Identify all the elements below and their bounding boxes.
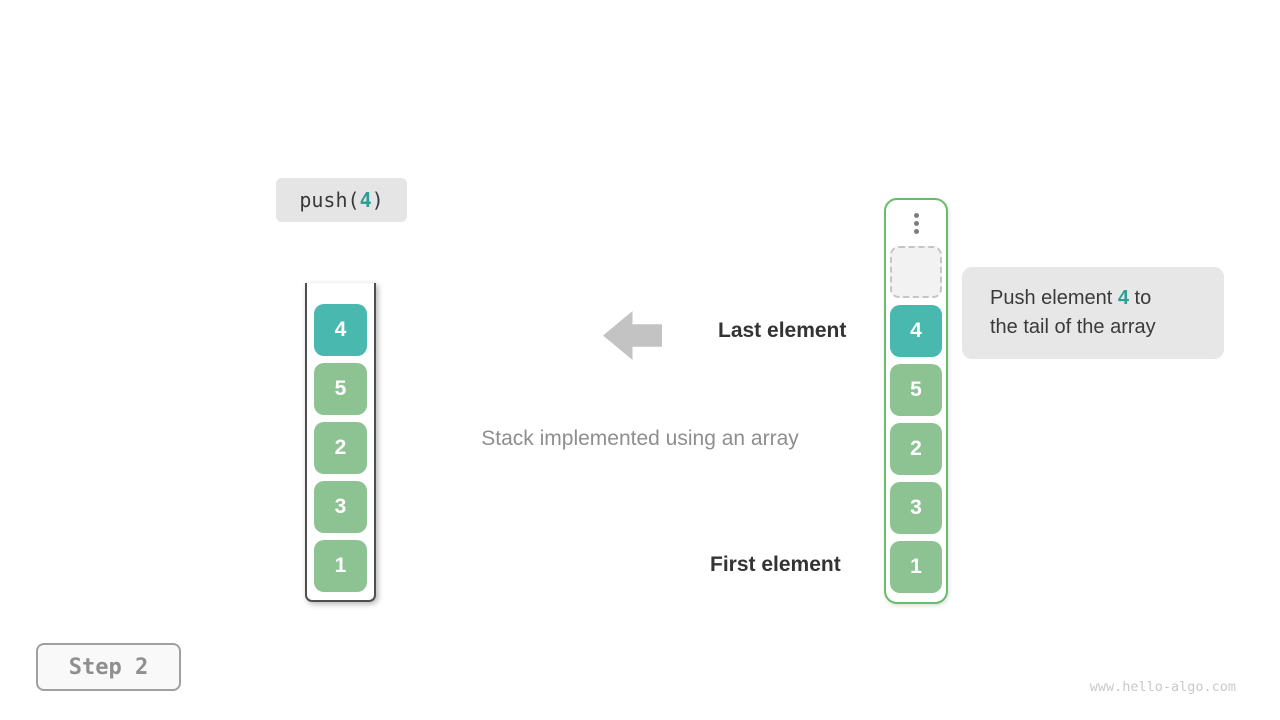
callout-line2: the tail of the array: [990, 316, 1156, 338]
callout-highlight-value: 4: [1117, 287, 1129, 309]
step-badge-label: Step 2: [68, 654, 149, 680]
array-cell: 4: [890, 305, 942, 357]
callout-line1: Push element 4 to: [990, 284, 1224, 313]
callout-text: Push element: [990, 287, 1118, 309]
array-cell: 2: [890, 423, 942, 475]
stack-cell: 1: [314, 540, 367, 592]
array-cell: 5: [890, 364, 942, 416]
push-suffix: ): [371, 188, 384, 212]
array-cell: 1: [890, 541, 942, 593]
watermark-url: www.hello-algo.com: [1089, 679, 1236, 695]
stack-cell: 5: [314, 363, 367, 415]
step-badge: Step 2: [36, 643, 181, 691]
push-prefix: push(: [299, 188, 360, 212]
callout-bubble: Push element 4 to the tail of the array: [962, 267, 1224, 359]
push-arg-value: 4: [359, 188, 372, 212]
first-element-label: First element: [710, 553, 841, 576]
vertical-ellipsis-icon: [913, 213, 919, 235]
stack-container: 4 5 2 3 1: [305, 283, 376, 602]
empty-array-slot: [890, 246, 942, 298]
diagram-caption: Stack implemented using an array: [481, 427, 799, 450]
arrow-left-icon: [603, 311, 662, 360]
array-container: 4 5 2 3 1: [884, 198, 948, 604]
push-operation-label: push(4): [276, 178, 407, 222]
last-element-label: Last element: [718, 319, 847, 342]
stack-cell: 3: [314, 481, 367, 533]
callout-text: to: [1128, 287, 1152, 309]
stack-cell: 2: [314, 422, 367, 474]
array-cell: 3: [890, 482, 942, 534]
stack-cell: 4: [314, 304, 367, 356]
